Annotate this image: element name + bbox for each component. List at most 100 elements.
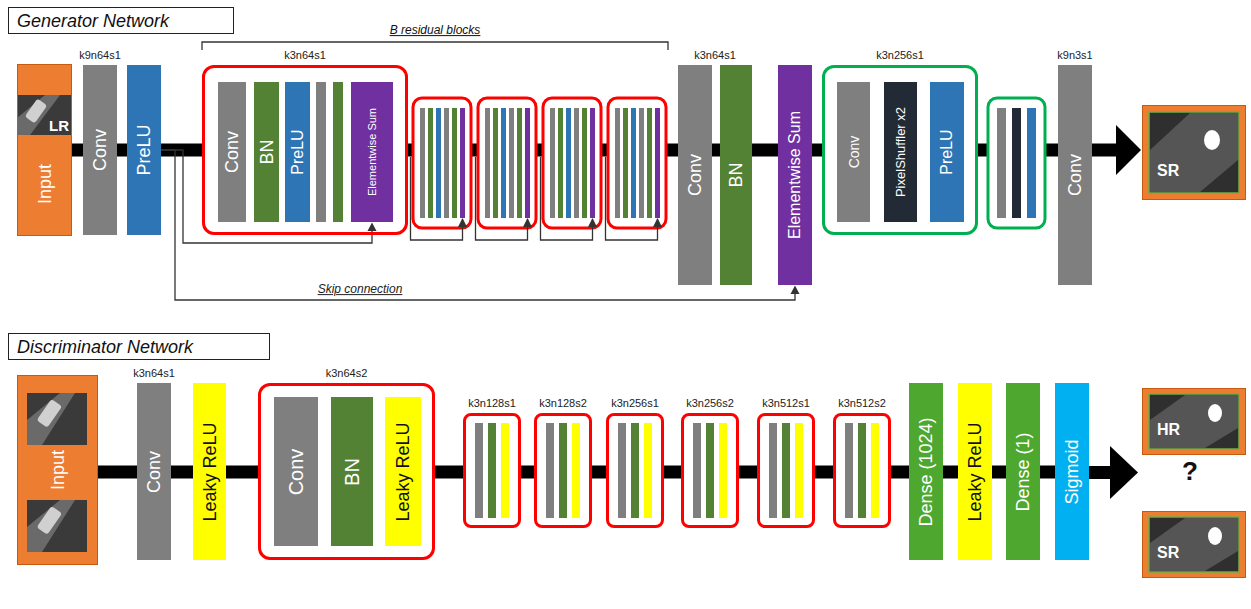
connector — [815, 472, 833, 473]
flow-bar — [1089, 466, 1113, 479]
conv-block: k3n256s2 — [681, 413, 739, 528]
connector — [171, 472, 193, 473]
sigmoid-layer: Sigmoid — [1055, 383, 1089, 560]
conv-layer: Conv — [218, 82, 246, 222]
conv-layer: k3n64s1Conv — [678, 65, 712, 285]
layer-label: Dense (1) — [1013, 432, 1034, 511]
layer-label: PreLU — [134, 124, 155, 175]
stripe — [590, 108, 595, 218]
connector — [752, 150, 778, 151]
connector — [664, 472, 681, 473]
image-ground — [27, 393, 87, 445]
output-panel — [1142, 388, 1246, 455]
stripe — [706, 423, 714, 518]
output-panel — [1142, 105, 1246, 200]
prelu-layer: PreLU — [127, 65, 161, 235]
layer-label: Elementwise Sum — [786, 111, 804, 239]
pixelshuffler-layer: PixelShuffler x2 — [884, 82, 917, 222]
title-text: Generator Network — [17, 10, 169, 31]
layer-spec: k9n3s1 — [1057, 49, 1092, 62]
question-mark: ? — [1182, 457, 1198, 487]
bn-layer: BN — [254, 82, 279, 222]
stripe — [558, 108, 563, 218]
conv-layer: k9n3s1Conv — [1058, 65, 1092, 285]
layer-spec: k3n128s1 — [468, 397, 516, 410]
layer-label: Conv — [845, 136, 861, 169]
image-ground — [1149, 517, 1239, 572]
layer-label: Conv — [1065, 154, 1086, 196]
stripe — [436, 108, 441, 218]
connector — [891, 472, 909, 473]
stripe — [782, 423, 790, 518]
image-ground — [1149, 112, 1239, 193]
image-tag: LR — [49, 117, 69, 134]
image-shape — [1150, 395, 1238, 448]
residual-block — [476, 98, 537, 240]
flow-bar — [739, 466, 757, 479]
title-box: Generator Network — [8, 7, 234, 34]
stripe — [559, 423, 567, 518]
connector — [1092, 125, 1141, 175]
stripe — [631, 108, 636, 218]
stripe — [858, 423, 866, 518]
stripe — [550, 108, 555, 218]
stripe — [488, 423, 496, 518]
stripe — [655, 108, 660, 218]
stripe — [795, 423, 803, 518]
flow-bar — [1092, 144, 1118, 157]
connector — [712, 150, 720, 151]
layer-label: PreLU — [938, 129, 956, 174]
flow-bar — [72, 144, 83, 157]
block-outline — [608, 98, 666, 228]
input-box: Input — [17, 375, 98, 565]
image-blob — [1208, 527, 1222, 545]
dense-layer: Dense (1024) — [909, 383, 943, 560]
skip-arrow — [606, 157, 658, 240]
input-panel — [17, 375, 98, 565]
flow-bar — [815, 466, 833, 479]
flow-arrowhead — [1116, 125, 1141, 175]
skip-arrow — [411, 157, 463, 240]
image-shape — [1150, 113, 1238, 192]
layer-label: Leaky ReLU — [393, 422, 414, 521]
stripe — [485, 108, 490, 218]
hr-image — [1149, 394, 1239, 449]
bn-layer: BN — [720, 65, 752, 285]
prelu-layer: PreLU — [285, 82, 310, 222]
layer-label: BN — [256, 139, 277, 164]
image-road — [27, 393, 75, 445]
layer-label: Conv — [144, 450, 165, 492]
connector — [992, 472, 1006, 473]
residual-block — [411, 98, 472, 240]
stripe — [517, 108, 522, 218]
conv-block: k3n128s2 — [534, 413, 592, 528]
skip-arrowhead — [791, 286, 800, 295]
layer-label: Conv — [285, 448, 308, 495]
layer-label: Elementwise Sum — [366, 108, 379, 196]
stripe — [501, 423, 509, 518]
residual-block — [541, 98, 602, 240]
stripe — [845, 423, 853, 518]
image-ground — [27, 500, 87, 552]
input-box: Input LR — [17, 64, 72, 236]
input-label: Input — [34, 164, 55, 204]
input-label: Input — [47, 450, 68, 490]
stripe — [428, 108, 433, 218]
upsample-block: ConvPixelShuffler x2PreLUk3n256s1 — [822, 65, 978, 235]
layer-label: Leaky ReLU — [199, 422, 220, 521]
leaky-relu-layer: Leaky ReLU — [958, 383, 992, 560]
stripe — [493, 108, 498, 218]
flow-bar — [891, 466, 909, 479]
layer-spec: k3n256s1 — [611, 397, 659, 410]
layer-spec: k3n256s2 — [686, 397, 734, 410]
layer-spec: k3n64s1 — [694, 49, 736, 62]
layer-spec: k9n64s1 — [79, 49, 121, 62]
layer-label: Conv — [685, 154, 706, 196]
flow-bar — [664, 466, 681, 479]
layer-spec: k3n256s1 — [876, 49, 924, 62]
layer-label: BN — [341, 458, 364, 486]
image-ground — [17, 95, 72, 135]
image-car — [37, 506, 63, 535]
residual-block — [606, 98, 667, 240]
